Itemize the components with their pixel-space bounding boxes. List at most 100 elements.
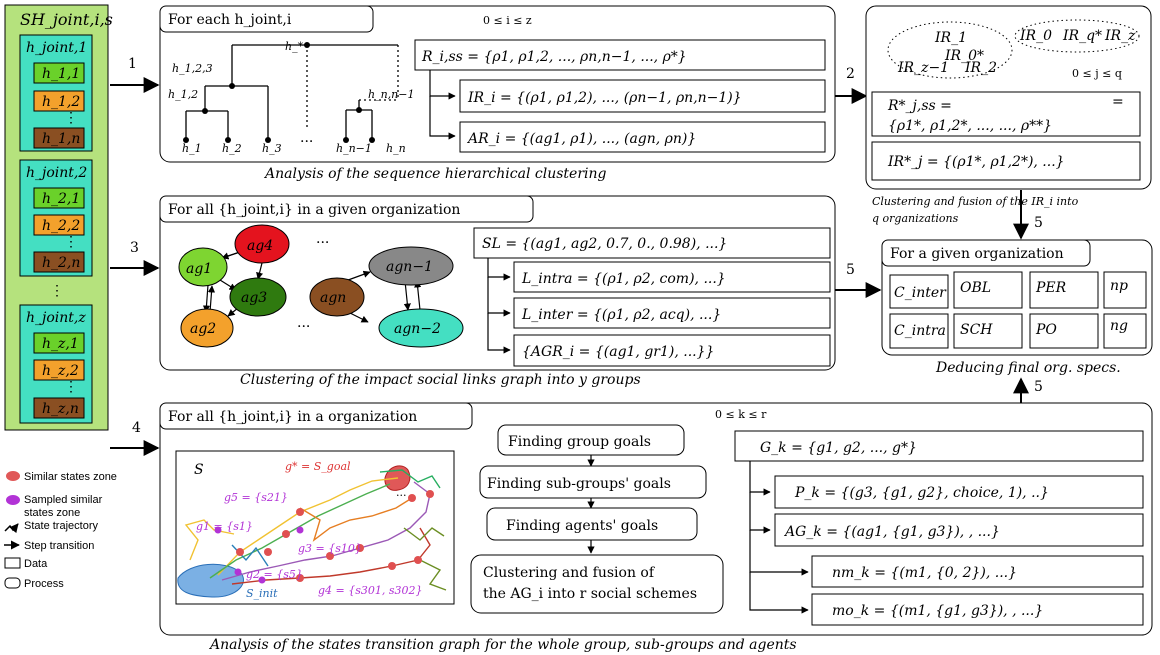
subgoal-label: g1 = {s1} bbox=[196, 520, 253, 533]
data-box: AR_i = {(ag1, ρ1), ..., (agn, ρn)} bbox=[466, 131, 696, 147]
cluster-label: IR_0* bbox=[944, 48, 984, 64]
group-title: h_joint,z bbox=[26, 310, 86, 326]
cluster-label: IR_0 bbox=[1019, 28, 1052, 44]
group-box-1: h_joint,1 h_1,1 h_1,2 ⋮ h_1,n bbox=[19, 34, 93, 152]
graph-node-ag1: ag1 bbox=[186, 261, 212, 277]
list-item: h_1,n bbox=[42, 131, 80, 147]
graph-node-ag4: ag4 bbox=[247, 238, 273, 254]
arrow-label-2: 2 bbox=[846, 66, 855, 82]
tree-root-label: h_* bbox=[285, 40, 304, 53]
legend-label: Process bbox=[24, 578, 64, 590]
data-box: G_k = {g1, g2, ..., g*} bbox=[760, 440, 917, 456]
goal-label: g* = S_goal bbox=[285, 460, 351, 473]
legend-label: State trajectory bbox=[24, 520, 98, 532]
data-box: mo_k = {(m1, {g1, g3}), , ...} bbox=[832, 603, 1043, 619]
panel-caption: Analysis of the states transition graph … bbox=[208, 637, 797, 653]
spec-cell: C_intra bbox=[894, 323, 946, 339]
dendrogram bbox=[185, 44, 399, 140]
cluster-label: IR_2 bbox=[964, 60, 997, 76]
process-step: Finding sub-groups' goals bbox=[487, 476, 671, 492]
index-range: 0 ≤ i ≤ z bbox=[483, 14, 532, 27]
panel-title: For a given organization bbox=[890, 246, 1064, 262]
arrow-label-3: 3 bbox=[130, 240, 139, 256]
main-arrows: 1 3 4 2 5 5 5 bbox=[110, 56, 1043, 456]
tree-node-label: h_1,2,3 bbox=[172, 62, 213, 75]
spec-cell: np bbox=[1110, 278, 1128, 294]
tree-leaf-label: h_n bbox=[386, 142, 406, 155]
list-item: h_1,2 bbox=[42, 94, 80, 110]
cluster-label: IR_q* bbox=[1062, 28, 1102, 44]
panel-caption: Clustering of the impact social links gr… bbox=[240, 372, 641, 388]
state-graph: S g* = S_goal S_init g5 = {s21} g1 = {s1… bbox=[175, 450, 455, 605]
data-box-line: R*_j,ss = bbox=[887, 98, 952, 114]
group-box-z: h_joint,z h_z,1 h_z,2 ⋮ h_z,n bbox=[19, 304, 93, 424]
group-title: h_joint,2 bbox=[26, 165, 87, 181]
data-box: L_intra = {(ρ1, ρ2, com), ...} bbox=[521, 271, 726, 287]
arrow-label-5c: 5 bbox=[1034, 379, 1043, 395]
panel-social-links: For all {h_joint,i} in a given organizat… bbox=[159, 195, 836, 388]
panel-caption: q organizations bbox=[872, 212, 959, 225]
list-item: h_z,1 bbox=[42, 336, 79, 352]
arrow-label-4: 4 bbox=[132, 420, 141, 436]
state-space-label: S bbox=[194, 462, 204, 478]
spec-cell: PO bbox=[1035, 322, 1057, 338]
graph-node-agn: agn bbox=[320, 290, 346, 306]
tree-leaf-label: h_1 bbox=[182, 142, 202, 155]
trajectory-icon bbox=[4, 523, 19, 534]
data-box: IR*_j = {(ρ1*, ρ1,2*), ...} bbox=[887, 154, 1065, 170]
graph-node-agn-2: agn−2 bbox=[394, 321, 441, 337]
svg-text:⋮: ⋮ bbox=[64, 110, 78, 126]
graph-node-agn-1: agn−1 bbox=[386, 259, 433, 275]
panel-clustering-fusion: IR_1 IR_0* IR_z−1 IR_2 IR_0 IR_q* IR_z 0… bbox=[865, 5, 1152, 225]
tree-leaf-label: h_3 bbox=[262, 142, 282, 155]
group-box-2: h_joint,2 h_2,1 h_2,2 ⋮ h_2,n bbox=[19, 159, 93, 277]
panel-state-transition: For all {h_joint,i} in a organization 0 … bbox=[159, 402, 1153, 653]
legend-label: Step transition bbox=[24, 540, 94, 552]
list-item: h_1,1 bbox=[42, 66, 80, 82]
tree-ellipsis: ... bbox=[300, 130, 313, 146]
spec-cell: PER bbox=[1035, 280, 1067, 296]
cluster-label: IR_z−1 bbox=[897, 60, 949, 76]
tree-node-label: h_n,n−1 bbox=[368, 88, 414, 101]
data-box-icon bbox=[4, 557, 21, 569]
legend-label: Sampled similar bbox=[24, 494, 103, 506]
index-range: 0 ≤ j ≤ q bbox=[1072, 67, 1122, 80]
legend-label: Similar states zone bbox=[24, 471, 117, 483]
cluster-label: IR_1 bbox=[934, 30, 967, 46]
data-box: P_k = {(g3, {g1, g2}, choice, 1), ..} bbox=[794, 485, 1049, 501]
process-step: the AG_i into r social schemes bbox=[483, 586, 697, 602]
legend-label: Data bbox=[24, 558, 48, 570]
tree-node-label: h_1,2 bbox=[168, 88, 198, 101]
list-item: h_2,1 bbox=[42, 191, 80, 207]
graph-ellipsis: ... bbox=[316, 231, 329, 247]
tree-leaf-label: h_n−1 bbox=[336, 142, 372, 155]
arrow-label-5b: 5 bbox=[1034, 215, 1043, 231]
data-box: nm_k = {(m1, {0, 2}), ...} bbox=[832, 565, 1017, 581]
list-item: h_z,n bbox=[42, 401, 79, 417]
svg-text:⋮: ⋮ bbox=[50, 283, 64, 299]
panel-title: For each h_joint,i bbox=[168, 12, 292, 28]
graph-node-ag3: ag3 bbox=[241, 290, 267, 306]
subgoal-label: g5 = {s21} bbox=[224, 491, 288, 504]
panel-title: For all {h_joint,i} in a organization bbox=[168, 409, 417, 425]
data-box: IR_i = {(ρ1, ρ1,2), ..., (ρn−1, ρn,n−1)} bbox=[467, 90, 742, 106]
list-item: h_2,2 bbox=[42, 218, 80, 234]
left-column: SH_joint,i,s h_joint,1 h_1,1 h_1,2 ⋮ h_1… bbox=[4, 4, 113, 431]
subgoal-label: g2 = {s5} bbox=[246, 568, 303, 581]
spec-cell: C_inter bbox=[894, 285, 947, 301]
arrow-label-5a: 5 bbox=[846, 262, 855, 278]
spec-cell: ng bbox=[1110, 318, 1128, 334]
similar-zone-icon bbox=[6, 471, 20, 481]
legend: Similar states zone Sampled similar stat… bbox=[4, 471, 117, 590]
data-box: L_inter = {(ρ1, ρ2, acq), ...} bbox=[521, 307, 721, 323]
process-column: Finding group goals Finding sub-groups' … bbox=[470, 424, 724, 614]
process-step: Clustering and fusion of bbox=[483, 565, 656, 581]
cluster-label: IR_z bbox=[1104, 28, 1136, 44]
arrow-label-1: 1 bbox=[128, 56, 137, 72]
panel-caption: Deducing final org. specs. bbox=[935, 360, 1121, 376]
init-label: S_init bbox=[246, 587, 278, 600]
graph-node-ag2: ag2 bbox=[190, 321, 216, 337]
panel-sequence-clustering: For each h_joint,i 0 ≤ i ≤ z bbox=[159, 5, 836, 182]
index-range: 0 ≤ k ≤ r bbox=[715, 408, 767, 421]
